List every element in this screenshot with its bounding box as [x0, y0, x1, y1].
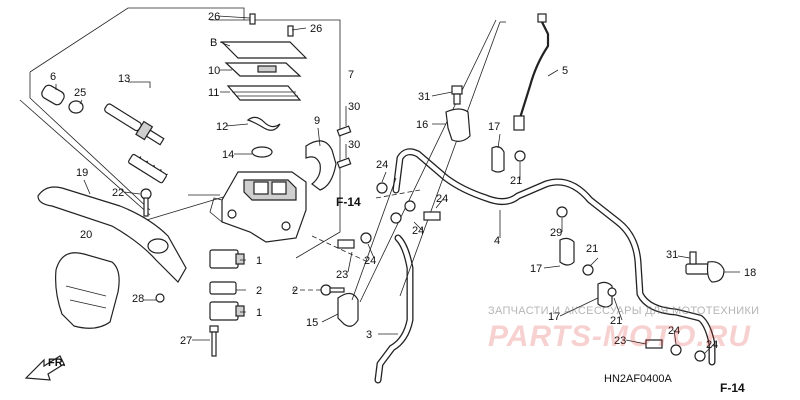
callout-2b: 2	[292, 285, 298, 297]
brake-pipe	[513, 13, 550, 131]
brake-hose-lower	[374, 234, 414, 384]
callout-24a: 24	[364, 255, 376, 267]
hose-clamps	[491, 146, 617, 308]
callout-30b: 30	[348, 139, 360, 151]
callout-24b: 24	[376, 159, 388, 171]
banjo-bolts-washers	[337, 182, 706, 362]
callout-24c: 24	[412, 225, 424, 237]
callout-24d: 24	[436, 193, 448, 205]
callout-17c: 17	[548, 311, 560, 323]
callout-5: 5	[562, 65, 568, 77]
callout-17a: 17	[488, 121, 500, 133]
cover-bolt	[155, 293, 165, 303]
callout-9: 9	[314, 115, 320, 127]
front-direction-arrow	[24, 355, 65, 381]
callout-21c: 21	[610, 315, 622, 327]
callout-6: 6	[50, 71, 56, 83]
callout-19: 19	[76, 167, 88, 179]
switch-screw	[209, 325, 219, 357]
hose-assembly-frame	[351, 19, 506, 303]
callout-30a: 30	[348, 101, 360, 113]
hose-clamp-18	[685, 251, 725, 283]
callout-2a: 2	[256, 285, 262, 297]
piston-assembly	[41, 84, 168, 184]
callout-12: 12	[216, 121, 228, 133]
callout-22: 22	[112, 187, 124, 199]
callout-labels: 26 26 B 10 11 7 13 6 25 12 14 9 30 30 19…	[48, 11, 756, 395]
brake-switch-set	[209, 249, 245, 321]
diagram-code: HN2AF0400A	[604, 373, 673, 385]
reference-lines	[292, 189, 421, 291]
callout-31a: 31	[418, 91, 430, 103]
brake-lever	[37, 186, 187, 283]
callout-10: 10	[208, 65, 220, 77]
leader-lines	[55, 15, 740, 355]
callout-21a: 21	[510, 175, 522, 187]
pivot-bolt	[140, 188, 152, 217]
callout-1b: 1	[256, 307, 262, 319]
callout-15: 15	[306, 317, 318, 329]
callout-14: 14	[222, 149, 234, 161]
callout-3: 3	[366, 329, 372, 341]
hose-clamp-lower	[337, 292, 359, 327]
callout-20: 20	[80, 229, 92, 241]
reservoir-cap-stack	[220, 13, 308, 158]
callout-27: 27	[180, 335, 192, 347]
callout-17b: 17	[530, 263, 542, 275]
callout-16: 16	[416, 119, 428, 131]
callout-29: 29	[550, 227, 562, 239]
callout-21b: 21	[586, 243, 598, 255]
callout-26b: 26	[310, 23, 322, 35]
callout-25: 25	[74, 87, 86, 99]
lever-cover	[55, 252, 120, 329]
front-label: FR.	[48, 357, 66, 369]
hose-clamp-upper	[445, 108, 471, 142]
callout-B: B	[210, 37, 217, 49]
watermark-tagline: ЗАПЧАСТИ И АКСЕССУАРЫ ДЛЯ МОТОТЕХНИКИ	[488, 305, 760, 317]
master-cylinder-body	[209, 171, 307, 243]
hose-bolt	[556, 206, 568, 218]
clamp-bolts	[336, 125, 352, 169]
callout-18: 18	[744, 267, 756, 279]
callout-24f: 24	[706, 339, 718, 351]
switch-bolt	[320, 284, 345, 296]
piston-set-frame	[19, 7, 245, 216]
callout-31b: 31	[666, 249, 678, 261]
ref-f14-left: F-14	[336, 195, 361, 209]
handlebar-clamp	[305, 140, 337, 191]
callout-23b: 23	[614, 335, 626, 347]
callout-11: 11	[208, 87, 219, 99]
ref-f14-right: F-14	[720, 381, 745, 395]
callout-4: 4	[494, 235, 500, 247]
clamp-bolt-top	[451, 85, 463, 105]
callout-13: 13	[118, 73, 130, 85]
callout-28: 28	[132, 293, 144, 305]
callout-1a: 1	[256, 255, 262, 267]
brake-hose-upper	[392, 148, 716, 366]
callout-7: 7	[348, 69, 354, 81]
callout-26a: 26	[208, 11, 220, 23]
callout-23a: 23	[336, 269, 348, 281]
watermark-site: PARTS-MOTO.RU	[488, 320, 752, 353]
